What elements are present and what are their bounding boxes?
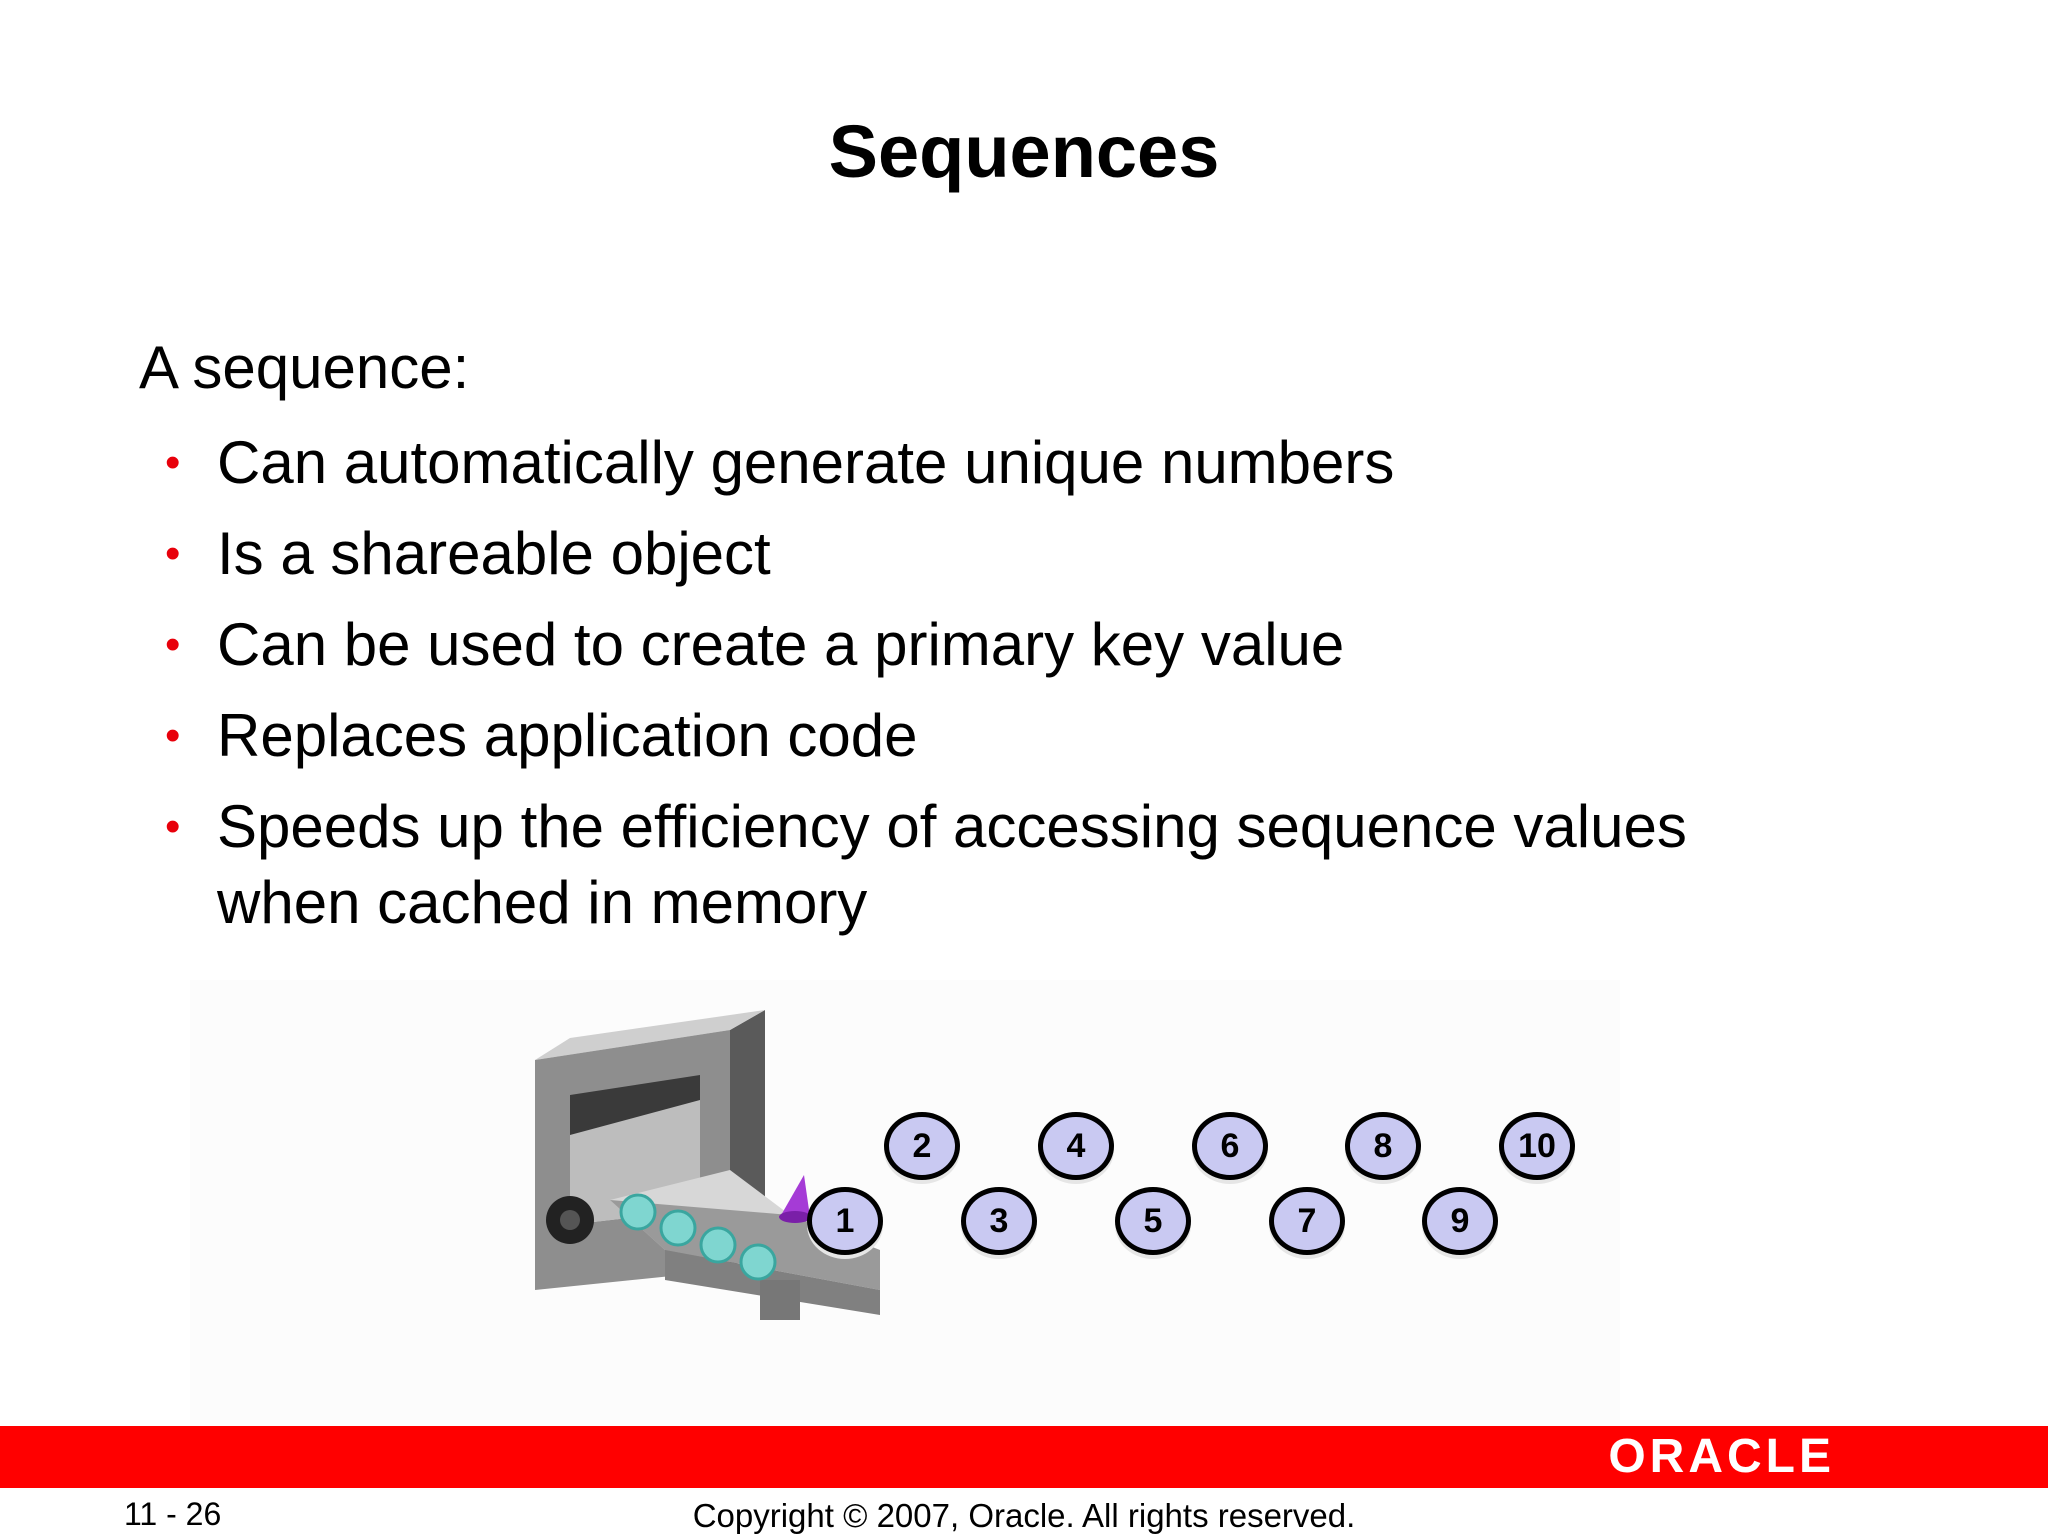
sequence-number-token: 10	[1499, 1112, 1575, 1180]
sequence-number-token: 6	[1192, 1112, 1268, 1180]
bullet-item: • Is a shareable object	[165, 516, 1777, 592]
copyright-text: Copyright © 2007, Oracle. All rights res…	[692, 1497, 1356, 1534]
page-number: 11 - 26	[124, 1496, 222, 1532]
sequence-generator-machine-icon	[535, 1010, 880, 1320]
slide-title: Sequences	[828, 110, 1220, 193]
sequence-number-token: 2	[884, 1112, 960, 1180]
bullet-marker: •	[165, 802, 181, 851]
bullet-text: Replaces application code	[217, 702, 918, 769]
bullet-marker: •	[165, 529, 181, 578]
bullet-marker: •	[165, 438, 181, 487]
bullet-item: • Replaces application code	[165, 698, 1777, 774]
diagram-background	[190, 980, 1620, 1420]
sequence-number-token: 8	[1345, 1112, 1421, 1180]
bullet-marker: •	[165, 620, 181, 669]
bullet-text: Can be used to create a primary key valu…	[217, 611, 1345, 678]
bullet-list: • Can automatically generate unique numb…	[165, 425, 1777, 956]
sequence-number-token: 1	[807, 1187, 883, 1255]
sequence-number-token: 5	[1115, 1187, 1191, 1255]
bullet-item: • Can be used to create a primary key va…	[165, 607, 1777, 683]
sequence-number-token: 4	[1038, 1112, 1114, 1180]
sequence-number-token: 7	[1269, 1187, 1345, 1255]
bullet-text: Is a shareable object	[217, 520, 771, 587]
bullet-marker: •	[165, 711, 181, 760]
intro-text: A sequence:	[139, 334, 470, 401]
sequence-number-token: 9	[1422, 1187, 1498, 1255]
footer-bar: ORACLE	[0, 1426, 2048, 1488]
bullet-item: • Speeds up the efficiency of accessing …	[165, 789, 1777, 941]
sequence-number-token: 3	[961, 1187, 1037, 1255]
bullet-item: • Can automatically generate unique numb…	[165, 425, 1777, 501]
bullet-text: Speeds up the efficiency of accessing se…	[217, 793, 1687, 936]
sequence-diagram: 1 2 3 4 5 6 7 8 9 10	[190, 980, 1620, 1420]
oracle-logo: ORACLE	[1608, 1430, 1835, 1483]
bullet-text: Can automatically generate unique number…	[217, 429, 1395, 496]
